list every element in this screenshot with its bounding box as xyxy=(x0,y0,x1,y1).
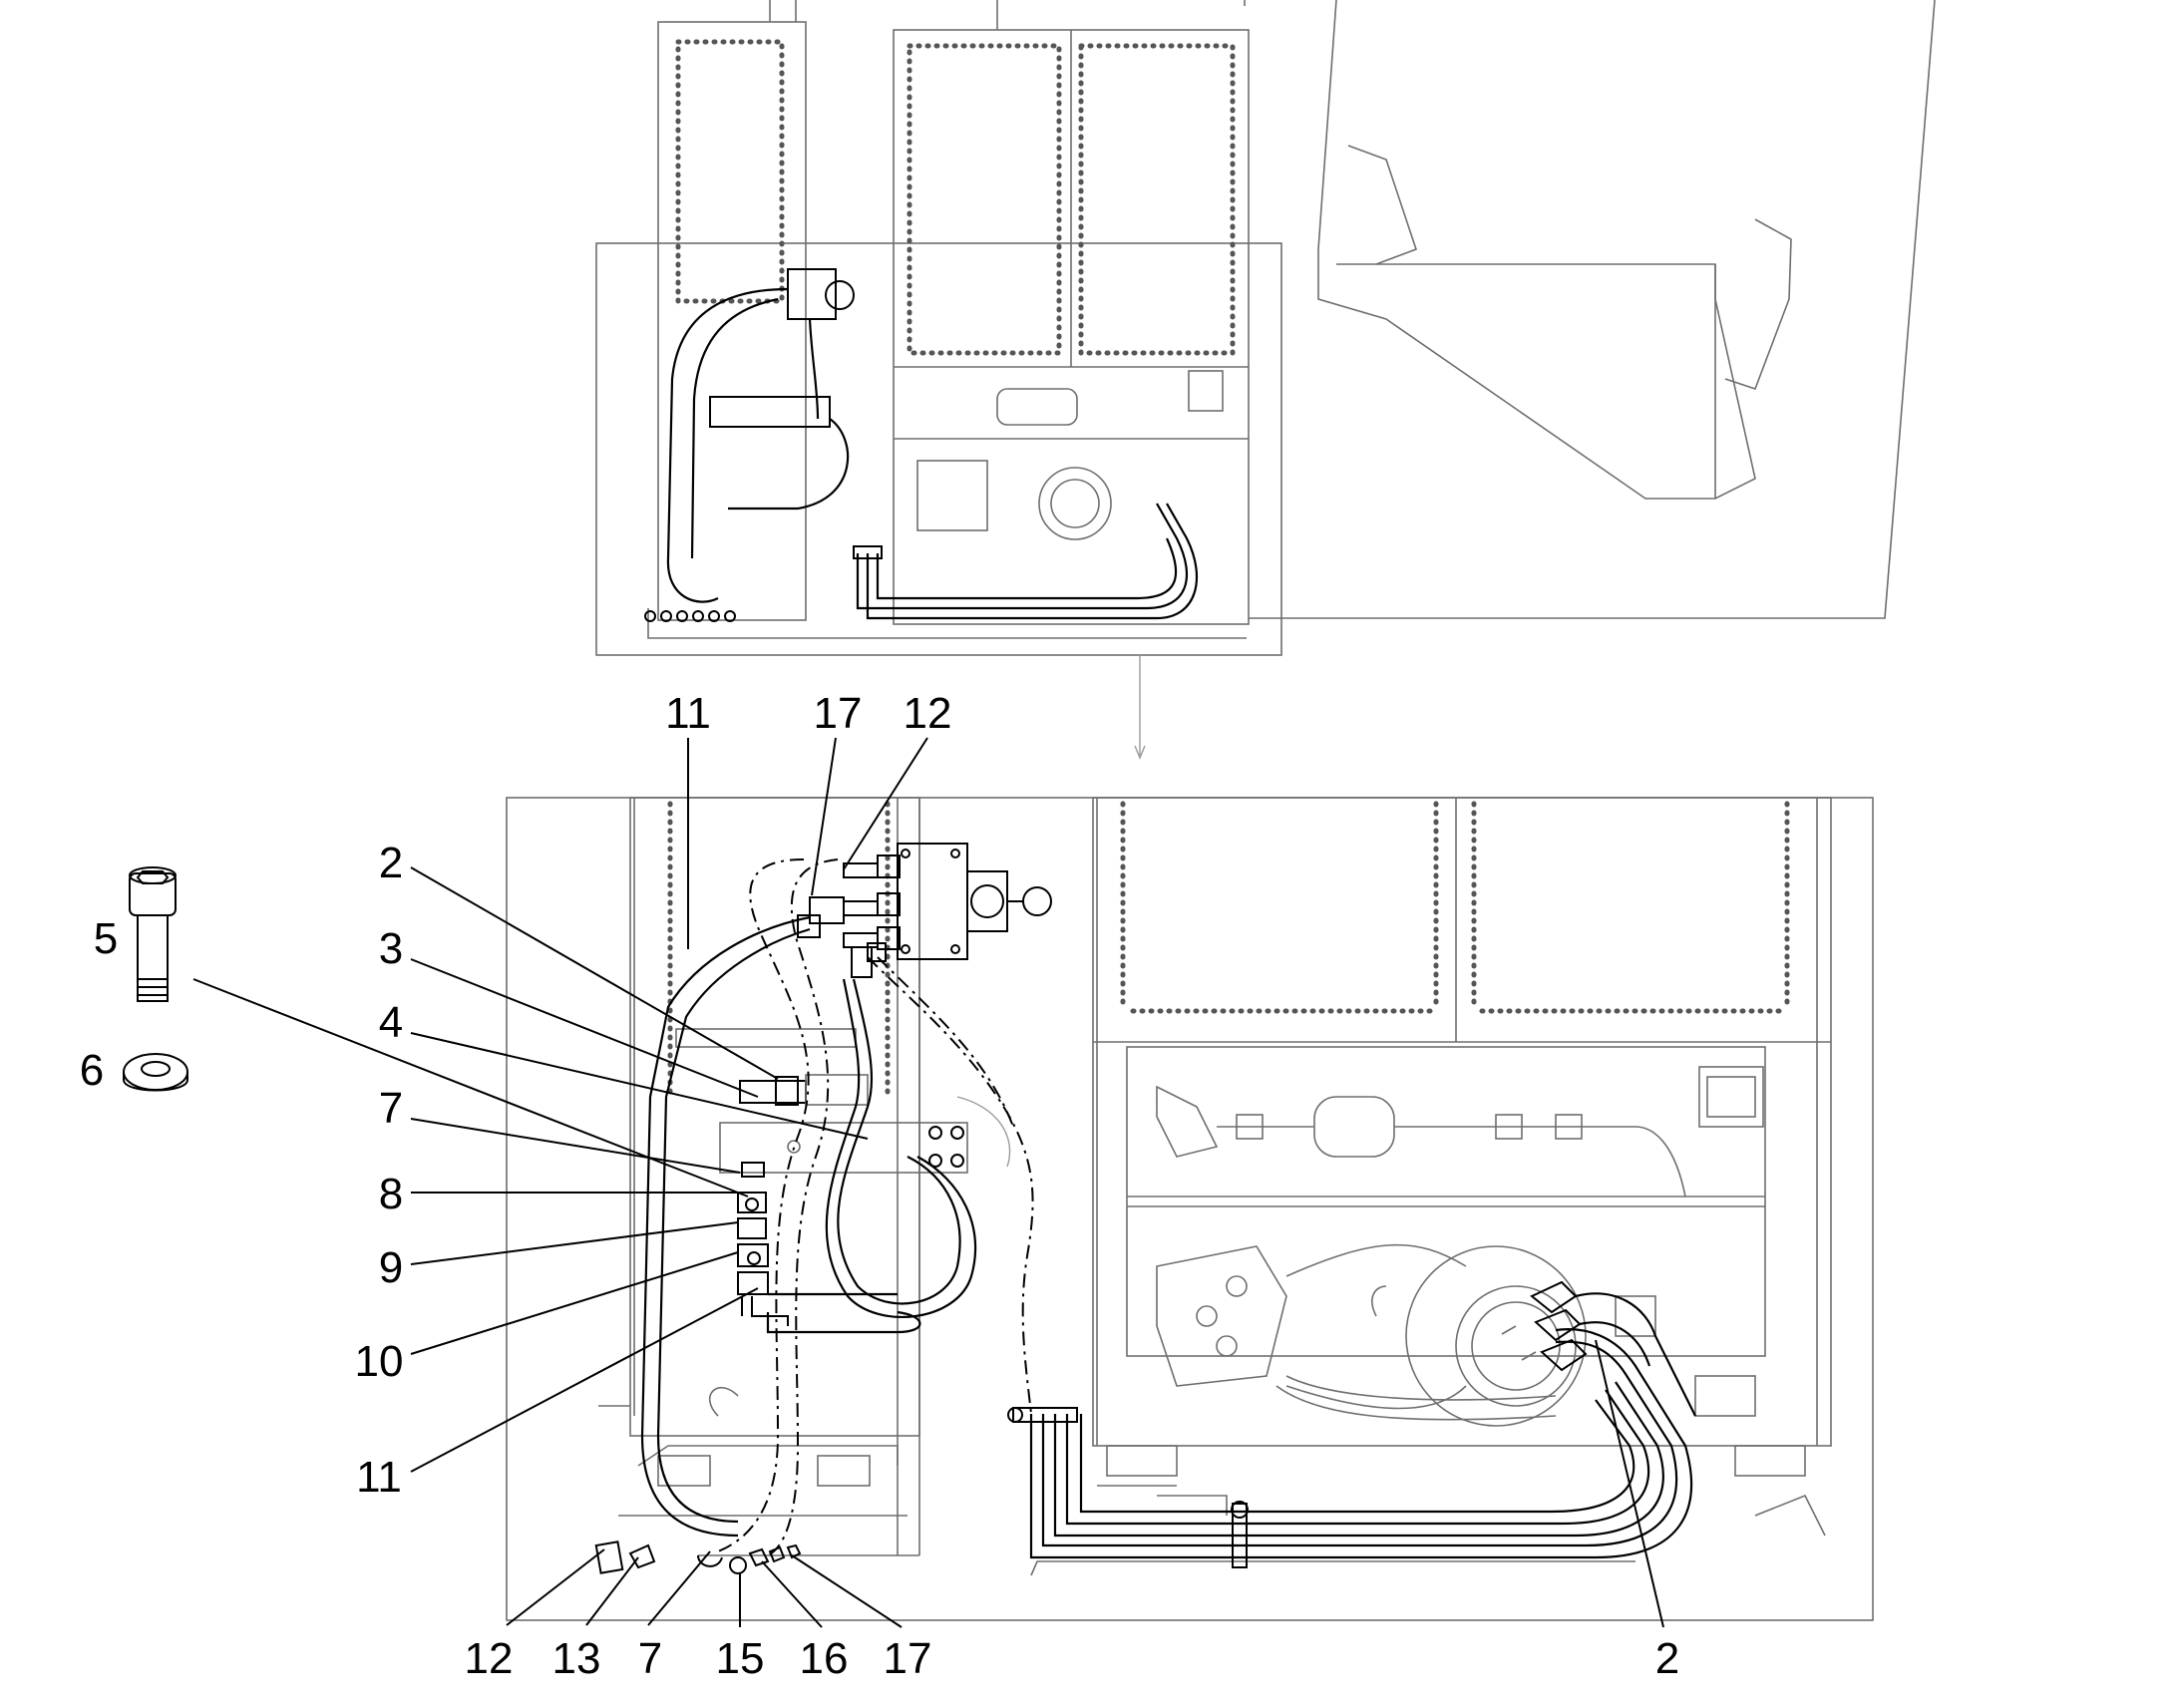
callout-13: 13 xyxy=(552,1634,601,1683)
detail-outer-frame xyxy=(506,797,1874,1621)
callout-12-bottom: 12 xyxy=(465,1634,514,1683)
cap-screw-part xyxy=(129,866,177,1002)
washer-part xyxy=(123,1053,188,1092)
detail-frame xyxy=(595,242,1282,656)
dashed-hose-a xyxy=(717,858,810,1552)
valve-block xyxy=(797,843,1052,978)
leader-lines xyxy=(192,737,1664,1628)
callout-4: 4 xyxy=(379,998,403,1047)
callout-3: 3 xyxy=(379,924,403,973)
callout-11-top: 11 xyxy=(665,689,711,738)
callout-15: 15 xyxy=(716,1634,765,1683)
callout-8: 8 xyxy=(379,1170,403,1218)
callout-2-bottom: 2 xyxy=(1655,1634,1679,1683)
fitting-stack xyxy=(737,1162,789,1326)
callout-16: 16 xyxy=(800,1634,849,1683)
valve-body xyxy=(897,843,968,960)
callout-9: 9 xyxy=(379,1243,403,1292)
detail-view xyxy=(123,737,1874,1628)
right-cabinet xyxy=(1092,797,1832,1447)
callout-11-left: 11 xyxy=(356,1453,402,1502)
filter-drier xyxy=(1156,1085,1686,1197)
overview-seat xyxy=(1317,0,1756,500)
callout-17-bottom: 17 xyxy=(884,1634,932,1683)
manifold-bracket xyxy=(675,1028,968,1174)
compressor xyxy=(1156,1243,1756,1427)
callout-2-left: 2 xyxy=(379,839,403,887)
callout-7-left: 7 xyxy=(379,1084,403,1133)
callout-labels: 11 17 12 2 3 4 5 6 7 8 9 10 11 12 13 7 1… xyxy=(80,689,1679,1683)
callout-7-bottom: 7 xyxy=(638,1634,662,1683)
callout-17-top: 17 xyxy=(814,689,863,738)
hose-a xyxy=(640,915,811,1537)
hose-run-to-compressor xyxy=(1007,1280,1696,1576)
callout-10: 10 xyxy=(355,1337,404,1386)
overview-view xyxy=(595,0,1936,760)
pressure-switch xyxy=(1698,1066,1764,1128)
callout-5: 5 xyxy=(94,914,118,963)
hose-clamp xyxy=(1012,1407,1078,1423)
hose-ends xyxy=(594,1386,802,1574)
callout-6: 6 xyxy=(80,1046,104,1095)
callout-12-top: 12 xyxy=(904,689,952,738)
